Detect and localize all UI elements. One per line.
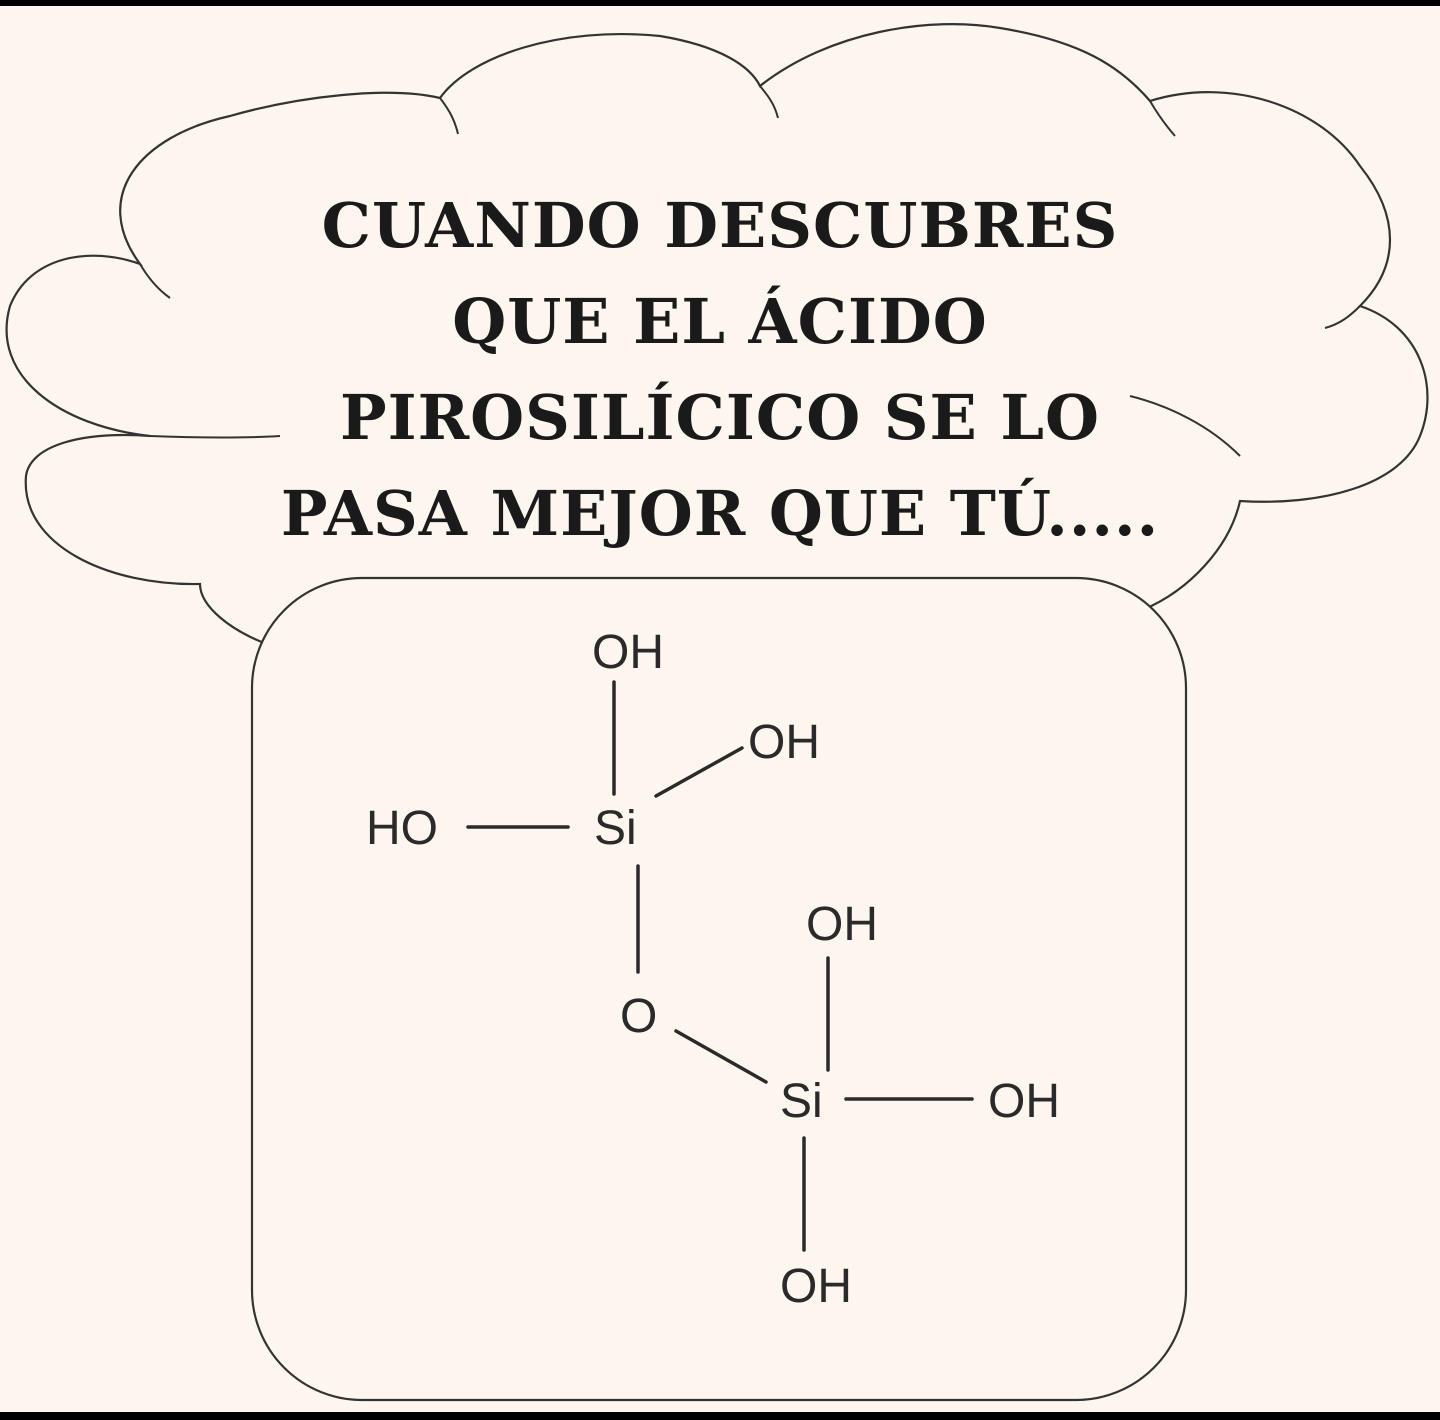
atom-oh-mid: OH xyxy=(806,898,878,951)
atom-oh-bottom: OH xyxy=(780,1260,852,1313)
meme-panel: OH OH HO Si O OH Si OH OH CUANDO DESCUBR… xyxy=(0,6,1440,1412)
thought-cloud xyxy=(5,23,1429,648)
atom-o-bridge: O xyxy=(620,990,657,1043)
atom-oh-right-upper: OH xyxy=(748,716,820,769)
caption-line: CUANDO DESCUBRES xyxy=(321,189,1119,262)
atom-si-upper: Si xyxy=(594,802,637,855)
molecule-frame xyxy=(250,576,1188,1402)
caption-line: PIROSILÍCICO SE LO xyxy=(339,381,1101,454)
bond-si-upper-oh-right xyxy=(654,746,744,798)
atom-oh-right-lower: OH xyxy=(988,1075,1060,1128)
drawing-layer: OH OH HO Si O OH Si OH OH xyxy=(5,23,1429,1402)
bonds xyxy=(466,680,974,1252)
caption-line: PASA MEJOR QUE TÚ..... xyxy=(280,477,1160,550)
atom-oh-top: OH xyxy=(592,626,664,679)
caption-line: QUE EL ÁCIDO xyxy=(452,285,988,358)
bond-o-si-lower xyxy=(674,1029,768,1084)
atom-ho-left: HO xyxy=(366,802,438,855)
atom-si-lower: Si xyxy=(780,1075,823,1128)
caption: CUANDO DESCUBRES QUE EL ÁCIDO PIROSILÍCI… xyxy=(280,178,1160,562)
